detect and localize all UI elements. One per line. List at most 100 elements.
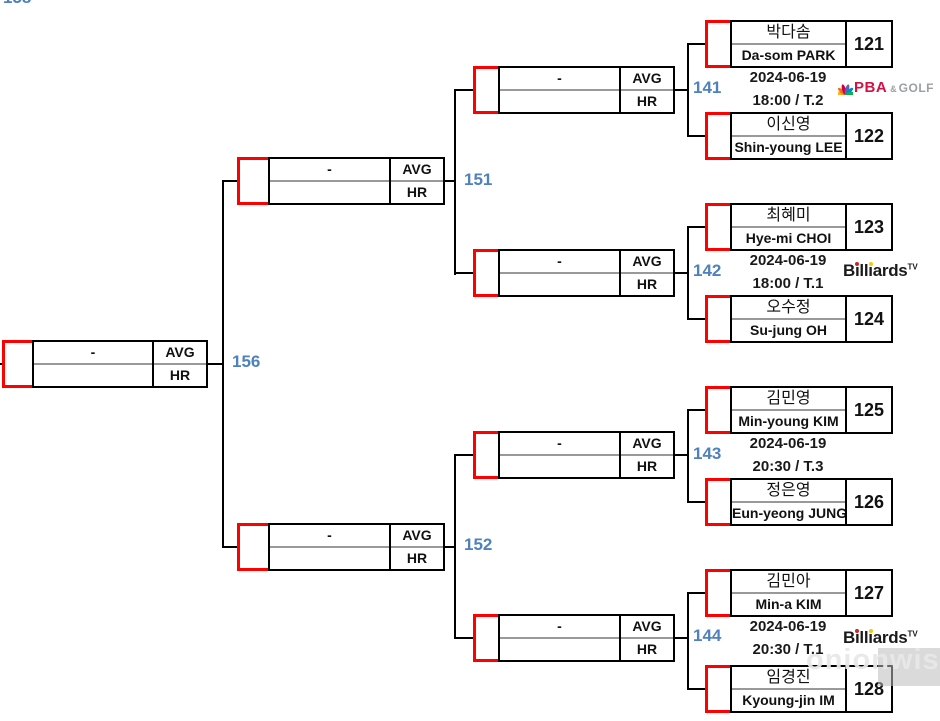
nbc-peacock-icon <box>838 83 853 95</box>
hr-label: HR <box>169 367 191 383</box>
connector-line <box>687 43 689 137</box>
player-box-127: 김민아 Min-a KIM 127 <box>705 569 893 617</box>
connector-line <box>454 637 473 639</box>
player-number: 127 <box>845 571 891 615</box>
tv-superscript: TV <box>907 262 918 272</box>
billiards-red-dot-i: ı <box>854 628 860 647</box>
player-name-english: Kyoung-jin IM <box>742 692 835 708</box>
billiards-red-dot-i: ı <box>854 261 860 280</box>
connector-line <box>675 637 689 639</box>
player-box-123: 최혜미 Hye-mi CHOI 123 <box>705 203 893 251</box>
player-box-121: 박다솜 Da-som PARK 121 <box>705 20 893 68</box>
player-name-korean: 정은영 <box>732 480 845 503</box>
match-schedule-143: 2024-06-19 20:30 / T.3 <box>708 432 868 478</box>
player-name-english: Su-jung OH <box>750 322 827 338</box>
seed-box <box>705 569 730 617</box>
billiards-gold-dot-i: ı <box>868 628 873 647</box>
connector-line <box>687 226 689 320</box>
player-name-english: Eun-yeong JUNG <box>732 505 845 521</box>
avg-label: AVG <box>621 68 673 91</box>
match-number-142: 142 <box>693 261 722 280</box>
connector-line <box>445 180 456 182</box>
player-number: 128 <box>845 667 891 711</box>
billiards-letters: ards <box>872 261 908 280</box>
seed-box <box>705 478 730 526</box>
connector-line <box>689 501 705 503</box>
match-number-151: 151 <box>464 170 493 189</box>
match-schedule-141: 2024-06-19 18:00 / T.2 <box>708 66 868 112</box>
player-number: 126 <box>845 480 891 524</box>
seed-box <box>473 66 498 114</box>
player-name-korean: 박다솜 <box>732 22 845 45</box>
winner-name-placeholder: - <box>500 433 619 456</box>
winner-name-placeholder: - <box>270 525 389 548</box>
player-box-126: 정은영 Eun-yeong JUNG 126 <box>705 478 893 526</box>
winner-name-english <box>500 274 619 295</box>
winner-name-english <box>500 91 619 112</box>
seed-box <box>705 20 730 68</box>
match-number-143: 143 <box>693 444 722 463</box>
winner-name-english <box>270 182 389 203</box>
seed-box <box>237 523 268 571</box>
semifinal-winner-slot-152: - AVG HR <box>237 523 445 571</box>
winner-name-english <box>270 548 389 569</box>
avg-label: AVG <box>621 616 673 639</box>
match-time: 20:30 / T.1 <box>752 641 824 658</box>
match-date: 2024-06-19 <box>749 618 827 635</box>
seed-box <box>473 431 498 479</box>
player-number: 123 <box>845 205 891 249</box>
connector-line <box>454 454 456 639</box>
winner-name-english <box>500 456 619 477</box>
quarterfinal-winner-slot-142: - AVG HR <box>473 249 675 297</box>
avg-label: AVG <box>391 159 443 182</box>
avg-label: AVG <box>391 525 443 548</box>
player-name-english: Min-a KIM <box>755 596 822 612</box>
connector-line <box>454 454 473 456</box>
final-winner-slot: - AVG HR <box>2 340 208 388</box>
seed-box <box>473 614 498 662</box>
seed-box <box>705 203 730 251</box>
connector-line <box>445 546 456 548</box>
winner-name-english <box>500 639 619 660</box>
connector-line <box>208 363 224 365</box>
avg-label: AVG <box>621 251 673 274</box>
winner-name-placeholder: - <box>270 159 389 182</box>
hr-label: HR <box>636 641 658 657</box>
seed-box <box>705 386 730 434</box>
quarterfinal-winner-slot-144: - AVG HR <box>473 614 675 662</box>
seed-box <box>705 665 730 713</box>
connector-line <box>687 409 689 503</box>
connector-line <box>689 318 705 320</box>
player-name-english: Hye-mi CHOI <box>745 230 832 246</box>
avg-label: AVG <box>154 342 206 365</box>
connector-line <box>689 688 705 690</box>
connector-line <box>689 135 705 137</box>
winner-name-placeholder: - <box>34 342 152 365</box>
connector-line <box>222 180 238 182</box>
match-number-152: 152 <box>464 535 493 554</box>
billiards-letters: ards <box>872 628 908 647</box>
match-date: 2024-06-19 <box>749 435 827 452</box>
connector-line <box>454 89 456 275</box>
billiards-tv-logo: BıllıardsTV <box>843 628 918 648</box>
seed-box <box>705 295 730 343</box>
player-number: 124 <box>845 297 891 341</box>
hr-label: HR <box>406 184 428 200</box>
player-box-124: 오수정 Su-jung OH 124 <box>705 295 893 343</box>
billiards-tv-logo: BıllıardsTV <box>843 261 918 281</box>
player-name-english: Shin-young LEE <box>734 139 843 155</box>
ampersand-text: & <box>890 83 897 94</box>
player-number: 122 <box>845 114 891 158</box>
seed-box <box>237 157 268 205</box>
player-box-128: 임경진 Kyoung-jin IM 128 <box>705 665 893 713</box>
match-date: 2024-06-19 <box>749 69 827 86</box>
connector-line <box>689 43 705 45</box>
watermark-background <box>878 648 940 686</box>
tv-superscript: TV <box>907 629 918 639</box>
hr-label: HR <box>406 550 428 566</box>
hr-label: HR <box>636 276 658 292</box>
match-schedule-144: 2024-06-19 20:30 / T.1 <box>708 615 868 661</box>
connector-line <box>675 272 689 274</box>
semifinal-winner-slot-151: - AVG HR <box>237 157 445 205</box>
